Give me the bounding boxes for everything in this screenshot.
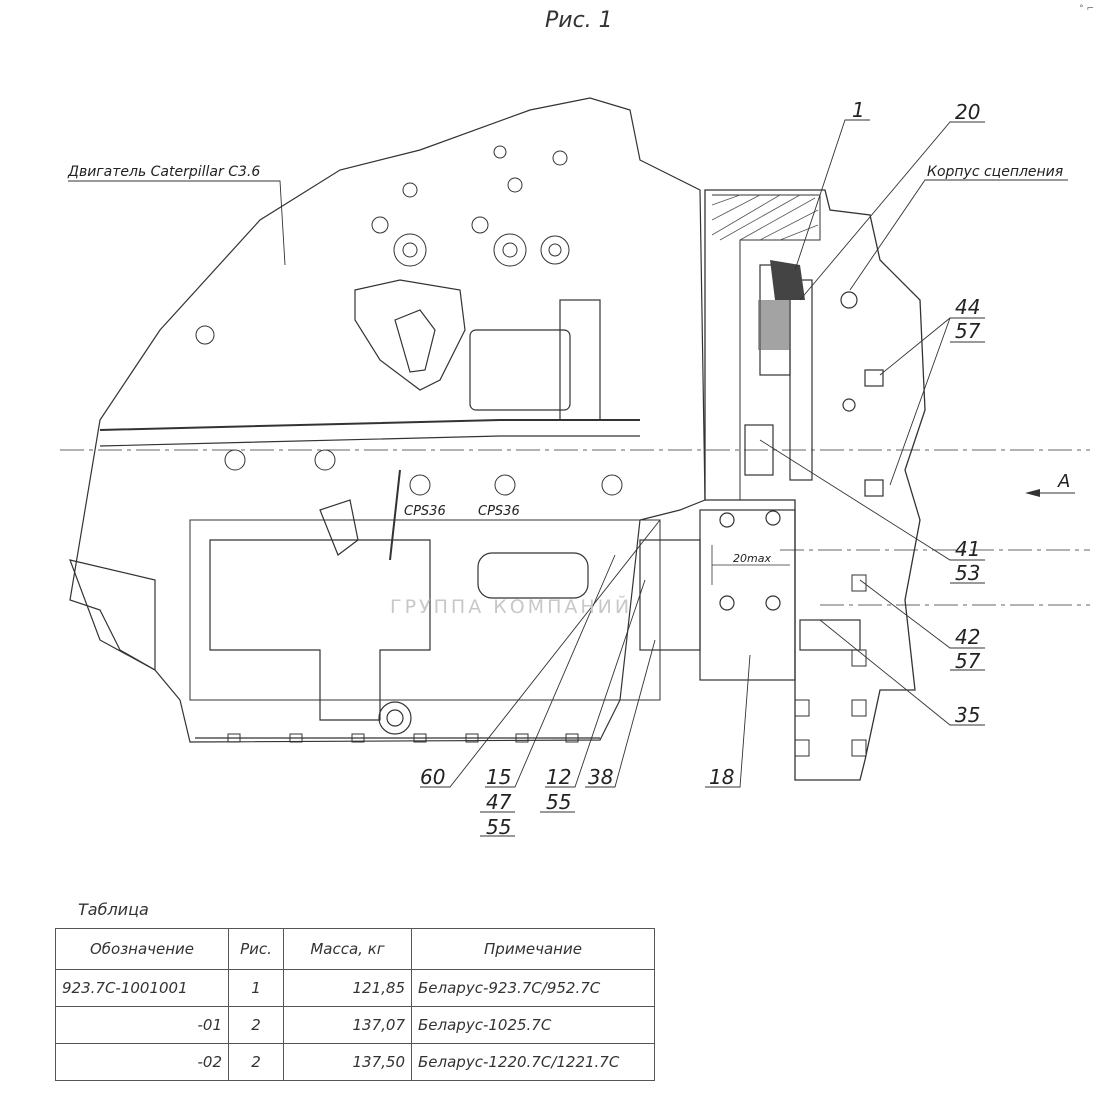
callout-1: 1 xyxy=(852,98,865,122)
header-designation: Обозначение xyxy=(55,928,229,970)
engine-drawing: Двигатель Caterpillar C3.6 Корпус сцепле… xyxy=(60,97,1090,839)
watermark: ГРУППА КОМПАНИЙ xyxy=(390,596,633,618)
callout-53: 53 xyxy=(955,561,980,585)
spec-table: Обозначение Рис. Масса, кг Примечание 92… xyxy=(55,928,655,1081)
cell-designation: 923.7С-1001001 xyxy=(55,969,229,1007)
sensor-label-1: CPS36 xyxy=(404,504,446,519)
callout-20: 20 xyxy=(955,100,980,124)
callout-41: 41 xyxy=(955,537,980,561)
cell-mass: 137,50 xyxy=(283,1043,412,1081)
view-a-label: A xyxy=(1057,471,1070,492)
engine-outline xyxy=(69,97,706,743)
clutch-housing-outline xyxy=(704,189,926,781)
cell-note: Беларус-1025.7С xyxy=(411,1006,655,1044)
cell-mass: 137,07 xyxy=(283,1006,412,1044)
cell-mass: 121,85 xyxy=(283,969,412,1007)
callout-57-a: 57 xyxy=(955,319,981,343)
table-row: -02 2 137,50 Беларус-1220.7С/1221.7С xyxy=(55,1043,655,1081)
cell-figure: 1 xyxy=(228,969,284,1007)
callout-55-a: 55 xyxy=(486,815,511,839)
callout-44: 44 xyxy=(955,295,980,319)
cell-note: Беларус-923.7С/952.7С xyxy=(411,969,655,1007)
callout-35: 35 xyxy=(955,703,980,727)
corner-mark: ° ⌐ xyxy=(1079,4,1094,14)
figure-title: Рис. 1 xyxy=(545,8,613,33)
cell-note: Беларус-1220.7С/1221.7С xyxy=(411,1043,655,1081)
header-figure: Рис. xyxy=(228,928,284,970)
table-header-row: Обозначение Рис. Масса, кг Примечание xyxy=(55,928,655,970)
dimension-label: 20max xyxy=(733,552,771,565)
callout-42: 42 xyxy=(955,625,980,649)
callout-18: 18 xyxy=(709,765,734,789)
callout-15: 15 xyxy=(486,765,511,789)
cell-figure: 2 xyxy=(228,1006,284,1044)
engine-label: Двигатель Caterpillar C3.6 xyxy=(67,164,260,180)
table-row: 923.7С-1001001 1 121,85 Беларус-923.7С/9… xyxy=(55,969,655,1007)
cell-designation: -01 xyxy=(55,1006,229,1044)
cell-figure: 2 xyxy=(228,1043,284,1081)
clutch-housing-label: Корпус сцепления xyxy=(927,164,1063,180)
table-row: -01 2 137,07 Беларус-1025.7С xyxy=(55,1006,655,1044)
callout-55-b: 55 xyxy=(546,790,571,814)
callout-38: 38 xyxy=(588,765,613,789)
sensor-label-2: CPS36 xyxy=(478,504,520,519)
callout-12: 12 xyxy=(546,765,571,789)
header-mass: Масса, кг xyxy=(283,928,412,970)
callout-57-b: 57 xyxy=(955,649,981,673)
header-note: Примечание xyxy=(411,928,655,970)
cell-designation: -02 xyxy=(55,1043,229,1081)
callout-60: 60 xyxy=(420,765,445,789)
callout-47: 47 xyxy=(486,790,512,814)
table-title: Таблица xyxy=(78,900,149,919)
